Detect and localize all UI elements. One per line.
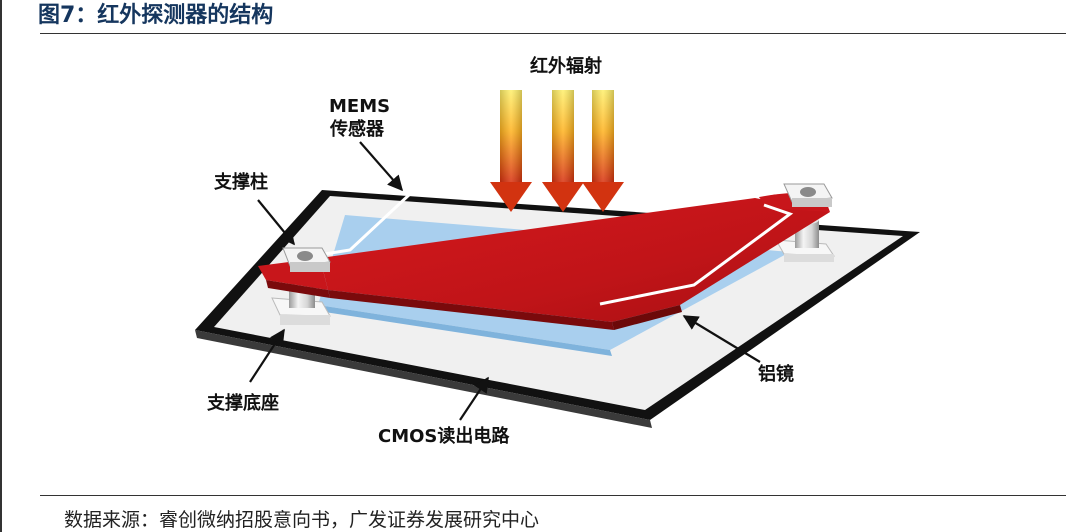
infrared-detector-diagram — [195, 90, 920, 428]
title-divider — [40, 33, 1066, 34]
pillar-cap-left — [282, 247, 331, 272]
infrared-arrow-1 — [490, 90, 532, 212]
label-support-pillar: 支撑柱 — [214, 172, 268, 193]
leader-aluminum-mirror — [682, 315, 761, 363]
label-mems-line2: 传感器 — [330, 119, 384, 140]
label-infrared-radiation: 红外辐射 — [530, 56, 602, 77]
leader-lines — [249, 141, 761, 421]
leader-cmos — [459, 376, 489, 421]
label-cmos-circuit: CMOS读出电路 — [378, 426, 510, 447]
figure-source: 数据来源：睿创微纳招股意向书，广发证券发展研究中心 — [64, 509, 540, 531]
pillar-cap-right — [783, 183, 833, 207]
infrared-arrow-2 — [542, 90, 584, 212]
source-divider — [40, 495, 1066, 496]
leader-support-base — [249, 328, 285, 383]
left-border — [0, 0, 2, 532]
leader-support-pillar — [257, 199, 295, 246]
label-support-base: 支撑底座 — [207, 393, 279, 414]
leader-mems — [359, 141, 404, 192]
infrared-arrow-3 — [582, 90, 624, 212]
label-mems-line1: MEMS — [329, 96, 391, 117]
mems-sensor-plate — [258, 148, 830, 330]
figure-title: 图7：红外探测器的结构 — [38, 3, 274, 28]
label-aluminum-mirror: 铝镜 — [758, 364, 794, 385]
